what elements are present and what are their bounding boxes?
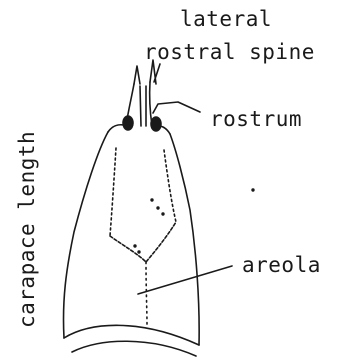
label-areola: areola xyxy=(242,255,321,276)
label-rostrum: rostrum xyxy=(210,109,302,130)
leader-rostrum xyxy=(153,102,200,113)
lateral-rostral-spine xyxy=(134,66,140,84)
right-eye xyxy=(151,117,161,131)
cervical-groove xyxy=(110,222,176,262)
label-lateral: lateral xyxy=(180,9,272,30)
carapace-outline xyxy=(63,132,108,338)
left-eye xyxy=(123,116,133,130)
carapace-outline-right xyxy=(170,134,199,345)
leader-areola xyxy=(138,266,232,294)
label-rostral-spine: rostral spine xyxy=(144,42,315,63)
label-carapace-length: carapace length xyxy=(17,131,38,328)
